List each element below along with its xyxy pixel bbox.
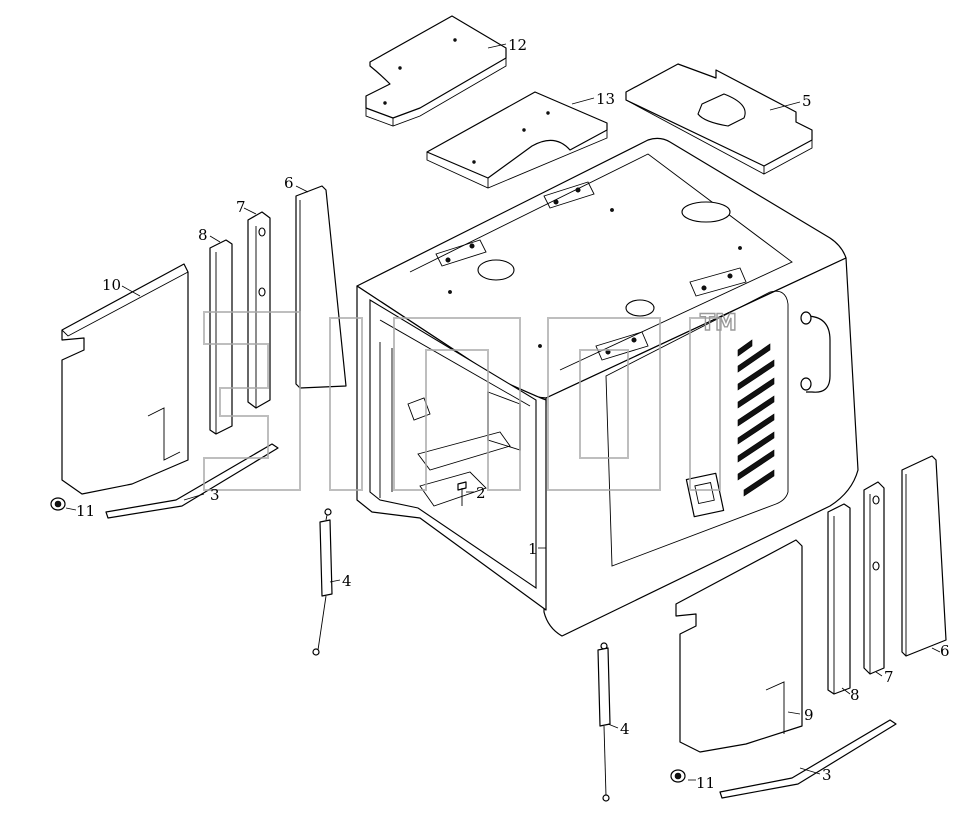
part-13-top-plate [426,91,608,189]
part-8-strip-right [827,503,851,695]
watermark-logo: TM [203,310,738,491]
part-5-top-plate [625,63,813,175]
side-vent-grille [737,339,775,497]
part-2-bolt [457,481,467,506]
part-6-pad-left [295,185,347,389]
part-11-nut-right [670,769,686,783]
callout-8-right: 8 [850,686,860,704]
callout-11-left: 11 [76,502,95,520]
part-6-pad-right [901,455,947,657]
callout-9: 9 [804,706,814,724]
callout-3-right: 3 [822,766,832,784]
part-7-rail-right [863,481,885,675]
callout-1: 1 [528,540,538,558]
leader-lines [65,43,941,781]
part-3-seal-right [719,719,897,799]
part-10-side-panel [61,263,189,495]
callout-4-left: 4 [342,572,352,590]
watermark-trademark: TM [700,311,737,336]
part-4-gas-strut-right [597,642,611,802]
callout-7-right: 7 [884,668,894,686]
callout-6-right: 6 [940,642,950,660]
callout-2: 2 [476,484,486,502]
callout-5: 5 [802,92,812,110]
callout-7-left: 7 [236,198,246,216]
part-4-gas-strut-left [312,508,333,656]
part-7-rail-left [247,211,271,409]
callout-labels: 1 2 3 3 4 4 5 6 6 7 7 8 8 9 10 11 11 12 … [76,36,950,792]
part-9-side-panel [675,539,803,753]
part-12-top-plate [365,15,507,127]
part-11-nut-left [50,497,66,511]
part-1-cab-frame [356,137,859,637]
part-3-seal-left [105,443,279,519]
callout-13: 13 [596,90,615,108]
callout-12: 12 [508,36,527,54]
callout-10: 10 [102,276,121,294]
callout-6-left: 6 [284,174,294,192]
callout-3-left: 3 [210,486,220,504]
callout-4-right: 4 [620,720,630,738]
callout-8-left: 8 [198,226,208,244]
callout-11-right: 11 [696,774,715,792]
